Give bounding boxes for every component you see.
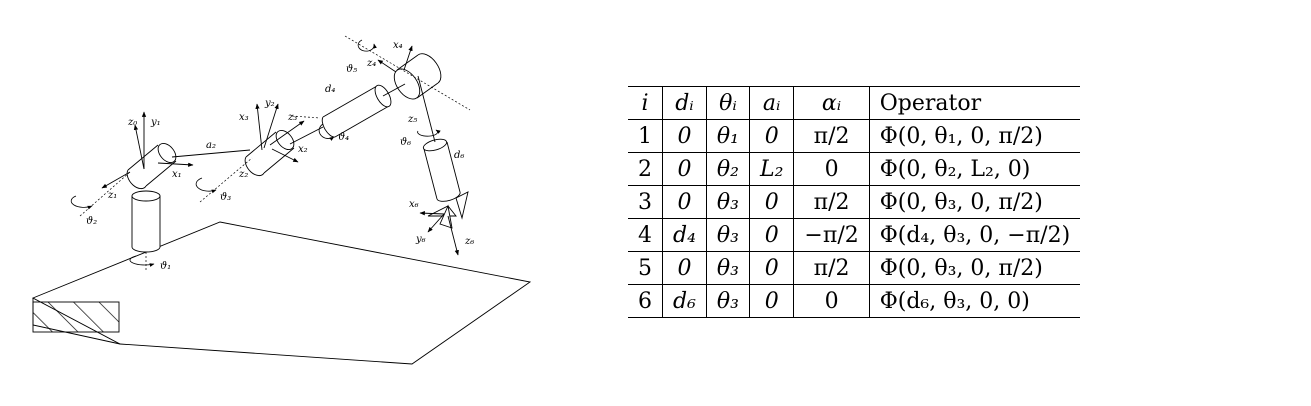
label-theta4: ϑ₄	[338, 132, 349, 143]
base-joint-cylinder	[131, 190, 161, 253]
dh-parameter-table-container: i dᵢ θᵢ aᵢ αᵢ Operator 1 0 θ₁ 0 π/2 Φ(0,…	[628, 86, 1081, 318]
label-y2: y₂	[264, 98, 275, 109]
label-z0: z₀	[127, 117, 137, 128]
cell-theta: θ₁	[705, 119, 750, 153]
label-theta2: ϑ₂	[86, 216, 97, 227]
table-row: 4 d₄ θ₃ 0 −π/2 Φ(d₄, θ₃, 0, −π/2)	[628, 218, 1081, 252]
cell-a: 0	[748, 251, 794, 285]
table-row: 6 d₆ θ₃ 0 0 Φ(d₆, θ₃, 0, 0)	[628, 284, 1081, 318]
label-theta1: ϑ₁	[160, 261, 171, 272]
link-6-cylinder	[422, 138, 461, 202]
label-y1: y₁	[150, 117, 161, 128]
label-d4: d₄	[325, 84, 335, 95]
link-4-cylinder	[321, 84, 392, 138]
table-header-row: i dᵢ θᵢ aᵢ αᵢ Operator	[628, 86, 1081, 120]
header-i: i	[628, 86, 663, 120]
cell-alpha: π/2	[793, 119, 870, 153]
joint-3-cylinder	[244, 129, 295, 177]
cell-d: 0	[662, 152, 707, 186]
table-row: 2 0 θ₂ L₂ 0 Φ(0, θ₂, L₂, 0)	[628, 152, 1081, 186]
cell-d: 0	[662, 185, 707, 219]
robot-arm-diagram: z₀ y₁ x₁ z₁ ϑ₂ ϑ₁ a₂ x₃ y₂ z₃ x₂ z₂ ϑ₃ d…	[31, 35, 532, 365]
cell-operator: Φ(0, θ₂, L₂, 0)	[868, 152, 1081, 186]
cell-theta: θ₃	[705, 218, 750, 252]
dh-parameter-table: i dᵢ θᵢ aᵢ αᵢ Operator 1 0 θ₁ 0 π/2 Φ(0,…	[628, 86, 1081, 318]
label-z5: z₅	[407, 114, 417, 125]
header-operator: Operator	[868, 86, 1081, 120]
cell-d: 0	[662, 119, 707, 153]
label-y6: y₆	[415, 234, 426, 245]
cell-operator: Φ(d₆, θ₃, 0, 0)	[868, 284, 1081, 318]
label-x4: x₄	[393, 40, 403, 51]
label-d6: d₆	[454, 150, 464, 161]
cell-i: 5	[628, 251, 663, 285]
cell-a: L₂	[748, 152, 794, 186]
label-z4: z₄	[366, 58, 376, 69]
cell-a: 0	[748, 185, 794, 219]
cell-theta: θ₃	[705, 185, 750, 219]
cell-theta: θ₂	[705, 152, 750, 186]
cell-alpha: 0	[793, 284, 870, 318]
label-x2: x₂	[298, 144, 308, 155]
header-d: dᵢ	[662, 86, 707, 120]
cell-theta: θ₃	[705, 251, 750, 285]
table-row: 3 0 θ₃ 0 π/2 Φ(0, θ₃, 0, π/2)	[628, 185, 1081, 219]
cell-d: d₄	[662, 218, 707, 252]
cell-operator: Φ(0, θ₃, 0, π/2)	[868, 251, 1081, 285]
label-z1: z₁	[107, 190, 117, 201]
cell-i: 3	[628, 185, 663, 219]
rotation-arrows	[70, 39, 441, 267]
cell-operator: Φ(0, θ₁, 0, π/2)	[868, 119, 1081, 153]
table-row: 1 0 θ₁ 0 π/2 Φ(0, θ₁, 0, π/2)	[628, 119, 1081, 153]
joint-2-cylinder	[126, 142, 177, 190]
wrist-joint-cylinder	[393, 53, 442, 100]
axis-labels: z₀ y₁ x₁ z₁ ϑ₂ ϑ₁ a₂ x₃ y₂ z₃ x₂ z₂ ϑ₃ d…	[86, 40, 474, 272]
cell-operator: Φ(d₄, θ₃, 0, −π/2)	[868, 218, 1081, 252]
cell-d: d₆	[662, 284, 707, 318]
table-row: 5 0 θ₃ 0 π/2 Φ(0, θ₃, 0, π/2)	[628, 251, 1081, 285]
cell-i: 2	[628, 152, 663, 186]
frame-arrows	[101, 45, 459, 256]
label-theta5: ϑ₅	[346, 64, 357, 75]
cell-i: 1	[628, 119, 663, 153]
label-theta6: ϑ₆	[400, 137, 411, 148]
cell-i: 6	[628, 284, 663, 318]
label-x3: x₃	[239, 112, 249, 123]
label-z3: z₃	[287, 112, 297, 123]
header-theta: θᵢ	[705, 86, 750, 120]
label-z6: z₆	[464, 236, 474, 247]
cell-d: 0	[662, 251, 707, 285]
label-theta3: ϑ₃	[220, 192, 231, 203]
cell-alpha: −π/2	[793, 218, 870, 252]
link-lines	[171, 75, 436, 158]
label-x6: x₆	[409, 199, 419, 210]
cell-a: 0	[748, 218, 794, 252]
cell-alpha: 0	[793, 152, 870, 186]
label-z2: z₂	[238, 169, 248, 180]
cell-a: 0	[748, 284, 794, 318]
base-table	[31, 221, 532, 365]
joint-axes	[79, 35, 471, 272]
cell-i: 4	[628, 218, 663, 252]
cell-alpha: π/2	[793, 251, 870, 285]
cell-a: 0	[748, 119, 794, 153]
cell-alpha: π/2	[793, 185, 870, 219]
cell-theta: θ₃	[705, 284, 750, 318]
header-alpha: αᵢ	[793, 86, 870, 120]
label-a2: a₂	[206, 140, 216, 151]
label-x1: x₁	[172, 169, 182, 180]
gripper	[427, 191, 469, 229]
cell-operator: Φ(0, θ₃, 0, π/2)	[868, 185, 1081, 219]
header-a: aᵢ	[748, 86, 794, 120]
